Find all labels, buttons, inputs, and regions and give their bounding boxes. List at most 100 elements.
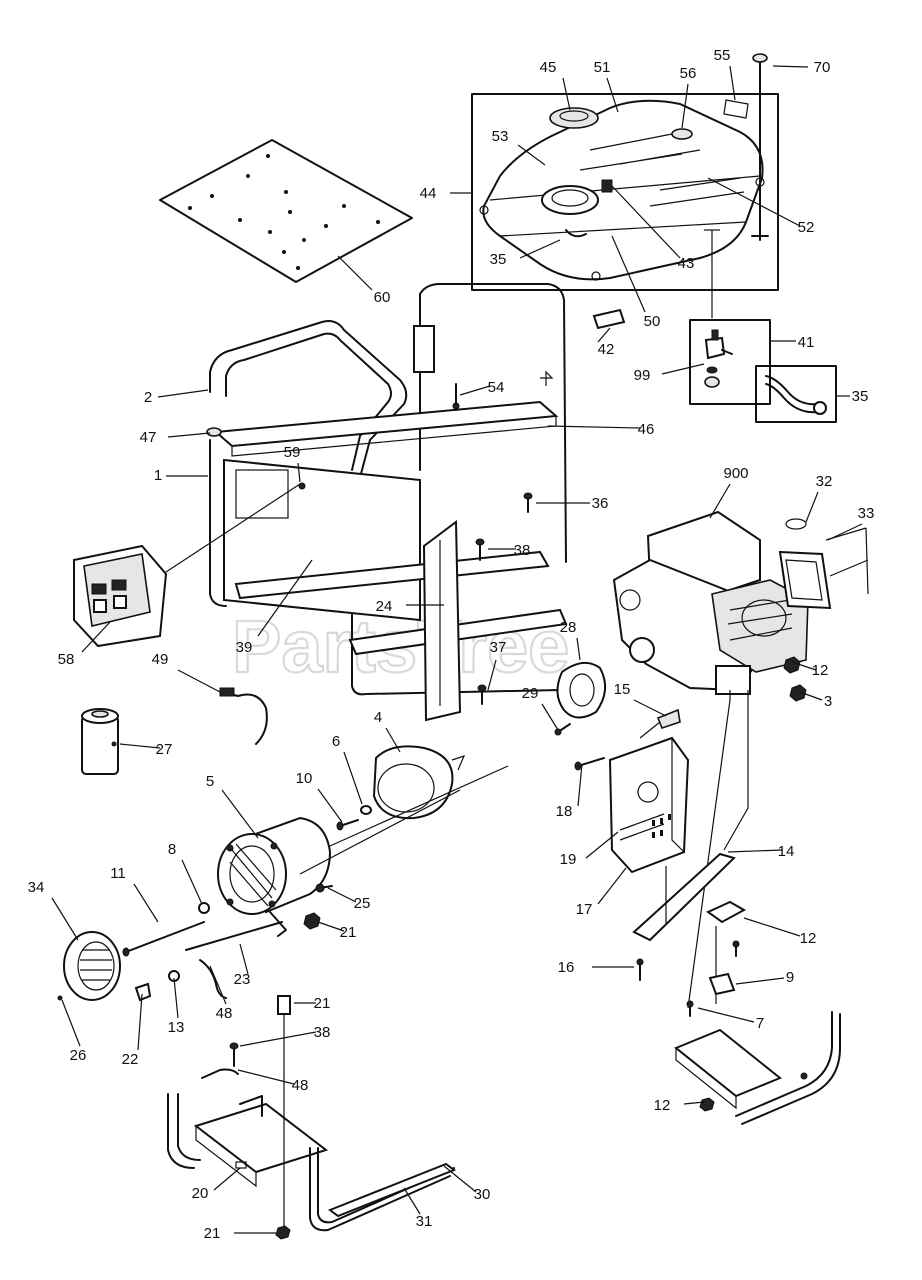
callout-leader — [177, 669, 221, 693]
muffler — [574, 708, 690, 874]
callout-number: 38 — [314, 1024, 331, 1041]
callout-leader — [606, 77, 619, 113]
through-bolt-line — [299, 789, 461, 875]
callout-number: 26 — [70, 1047, 87, 1064]
callout-number: 46 — [638, 421, 655, 438]
fuel-line-assembly — [755, 365, 837, 423]
callout-leader — [213, 1167, 241, 1191]
callout-c-53: 53 — [492, 128, 546, 166]
callout-number: 25 — [354, 895, 371, 912]
callout-c-32: 32 — [805, 473, 833, 523]
callout-number: 50 — [644, 313, 661, 330]
callout-c-4: 4 — [374, 709, 401, 753]
callout-leader — [707, 177, 801, 227]
callout-c-25: 25 — [327, 887, 371, 912]
callout-c-99: 99 — [634, 363, 705, 384]
wire-harness — [165, 483, 301, 573]
callout-number: 18 — [556, 803, 573, 820]
callout-c-44: 44 — [420, 185, 472, 202]
callout-number: 56 — [680, 65, 697, 82]
callout-number: 41 — [798, 334, 815, 351]
callout-number: 53 — [492, 128, 509, 145]
callout-c-70: 70 — [772, 59, 830, 76]
callout-leader — [51, 897, 79, 941]
callout-number: 21 — [340, 924, 357, 941]
callout-c-27: 27 — [119, 741, 173, 758]
callout-number: 12 — [800, 930, 817, 947]
callout-number: 34 — [28, 879, 45, 896]
callout-number: 99 — [634, 367, 651, 384]
callout-number: 11 — [110, 865, 126, 882]
callout-leader — [173, 977, 179, 1019]
callout-c-18: 18 — [556, 763, 583, 820]
callout-c-35b: 35 — [836, 388, 868, 405]
callout-number: 6 — [332, 733, 340, 750]
callout-number: 23 — [234, 971, 251, 988]
callout-c-55: 55 — [714, 47, 736, 101]
callout-leader — [327, 887, 357, 903]
callout-c-36: 36 — [536, 495, 608, 512]
callout-number: 29 — [522, 685, 539, 702]
capacitor — [81, 708, 119, 775]
callout-c-23: 23 — [234, 943, 251, 988]
callout-number: 9 — [786, 969, 794, 986]
callout-c-60: 60 — [337, 255, 390, 306]
callout-leader — [791, 661, 817, 671]
fuel-tank-assembly — [471, 53, 779, 291]
callout-leader — [697, 1007, 755, 1023]
callout-number: 49 — [152, 651, 169, 668]
callout-c-21a: 21 — [317, 921, 357, 941]
callout-leader — [257, 559, 313, 637]
callout-c-48b: 48 — [237, 1069, 308, 1094]
callout-number: 27 — [156, 741, 173, 758]
callout-c-22: 22 — [122, 993, 143, 1068]
callout-c-56: 56 — [680, 65, 697, 129]
callout-c-9: 9 — [735, 969, 794, 986]
callout-c-21b: 21 — [294, 995, 330, 1012]
callout-number: 33 — [858, 505, 875, 522]
callout-c-34: 34 — [28, 879, 79, 941]
callout-c-12c: 12 — [654, 1097, 705, 1114]
callout-c-54: 54 — [459, 379, 504, 396]
spacer — [592, 308, 626, 330]
callout-leader — [683, 1101, 705, 1105]
callout-leader — [119, 743, 161, 749]
callout-leader — [403, 1187, 421, 1215]
callout-leader — [239, 1031, 317, 1047]
callout-leader — [137, 993, 143, 1051]
callout-number: 32 — [816, 473, 833, 490]
callout-c-28: 28 — [560, 619, 581, 661]
callout-leader — [157, 389, 209, 398]
callout-c-21c: 21 — [204, 1225, 276, 1242]
callout-c-1: 1 — [154, 467, 208, 484]
callout-leader — [611, 235, 646, 313]
callout-number: 43 — [678, 255, 695, 272]
callout-leader — [681, 83, 689, 129]
callout-leader — [181, 859, 203, 905]
callout-leader — [547, 425, 641, 429]
callout-leader — [562, 77, 571, 111]
callout-number: 42 — [598, 341, 615, 358]
callout-c-3: 3 — [799, 691, 832, 710]
callout-c-6: 6 — [332, 733, 363, 805]
callout-number: 12 — [812, 662, 829, 679]
callout-number: 59 — [284, 444, 301, 461]
callout-c-20: 20 — [192, 1167, 241, 1202]
callout-c-900: 900 — [709, 465, 749, 519]
mounting-plate — [159, 139, 413, 283]
left-base-rail — [167, 995, 457, 1240]
callout-leader — [772, 65, 809, 68]
callout-c-17: 17 — [576, 867, 627, 918]
callout-c-43: 43 — [611, 185, 695, 272]
callout-leader — [585, 831, 619, 859]
callout-leader — [727, 849, 783, 853]
fan-housing — [372, 745, 466, 820]
callout-c-42: 42 — [597, 327, 615, 358]
callout-leader — [337, 255, 373, 291]
callout-c-11: 11 — [110, 865, 159, 923]
callout-c-29: 29 — [522, 685, 559, 731]
callout-number: 31 — [416, 1213, 433, 1230]
callout-number: 58 — [58, 651, 75, 668]
callout-c-47: 47 — [140, 429, 211, 446]
callout-number: 48 — [216, 1005, 233, 1022]
